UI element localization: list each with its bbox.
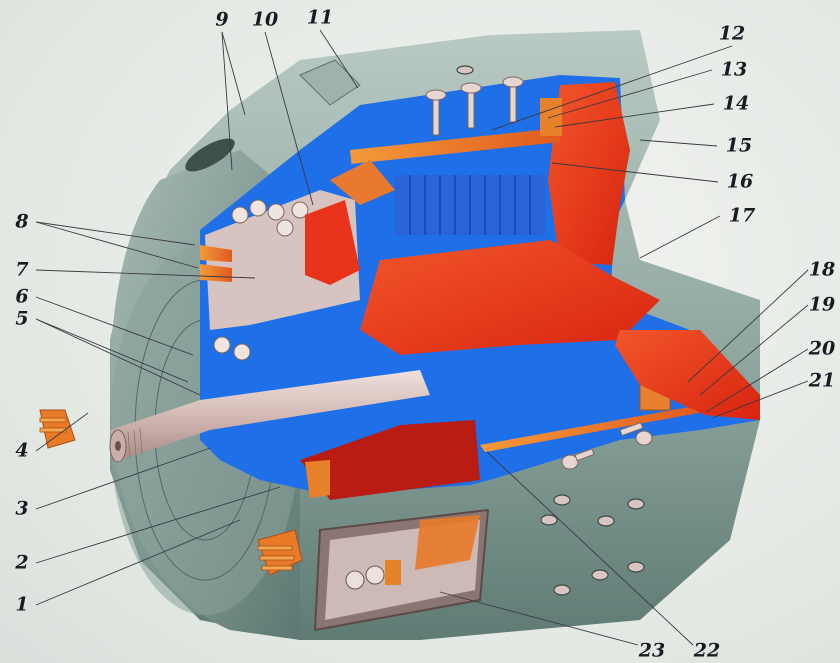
callout-23: 23 [638,639,666,662]
leader-line-17 [639,215,721,259]
leader-line-23 [439,591,639,646]
leader-line-15 [639,139,718,147]
leader-line-6 [35,296,194,356]
leader-line-4 [35,412,89,452]
leader-line-8 [35,221,196,246]
callout-10: 10 [251,8,279,31]
leader-line-19 [699,304,809,396]
callout-2: 2 [15,551,29,574]
leader-line-20 [705,348,809,413]
leader-line-12 [491,45,733,131]
leader-line-10 [264,31,314,206]
leader-line-21 [711,380,809,419]
callout-13: 13 [720,58,748,81]
leader-line-18 [687,269,809,383]
callout-18: 18 [808,258,836,281]
leader-line-7 [35,269,256,279]
leader-line-9b [221,31,246,116]
leader-line-2 [35,486,281,564]
callout-14: 14 [722,92,750,115]
callout-12: 12 [718,22,746,45]
callout-4: 4 [15,439,29,462]
leader-line-5 [35,318,189,383]
leader-line-1 [35,519,241,606]
callout-5: 5 [15,307,29,330]
callout-20: 20 [808,337,836,360]
callout-16: 16 [726,170,754,193]
cutaway-section [109,75,760,500]
callout-11: 11 [306,6,334,29]
leader-lines [35,29,809,646]
callout-7: 7 [15,258,29,281]
inspection-window [313,508,490,632]
leader-line-5b [35,318,201,396]
leader-line-3 [35,447,211,510]
leader-line-14 [554,103,715,128]
leader-line-11 [319,29,359,89]
stator-core [350,98,562,235]
terminal-box [39,409,303,576]
leader-line-16 [551,162,719,183]
callout-1: 1 [15,593,29,616]
callout-17: 17 [728,204,756,227]
callout-3: 3 [15,497,29,520]
callout-15: 15 [725,134,753,157]
leader-line-8b [35,221,199,269]
callout-9: 9 [215,8,229,31]
callout-21: 21 [808,369,836,392]
callout-8: 8 [15,210,29,233]
callout-6: 6 [15,285,29,308]
leader-line-22 [486,451,694,646]
callout-19: 19 [808,293,836,316]
callout-22: 22 [693,639,721,662]
leader-line-9 [221,31,233,171]
leader-line-13 [547,69,713,119]
shaft [109,370,430,463]
